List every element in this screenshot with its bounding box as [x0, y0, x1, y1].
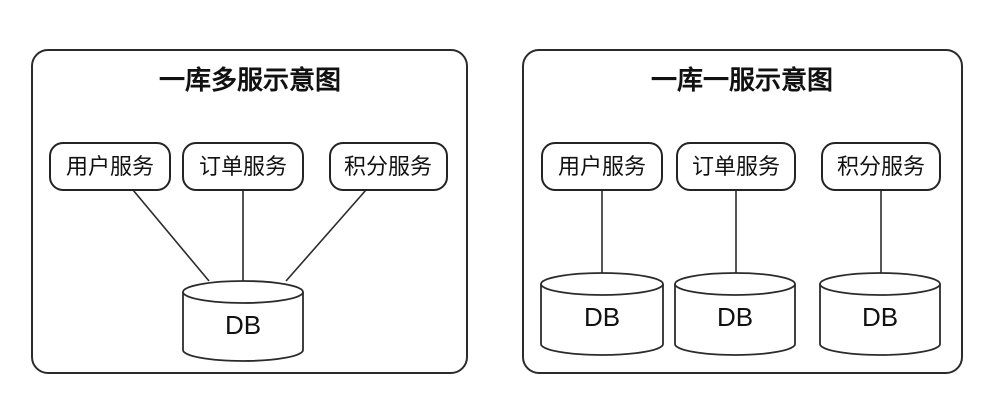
service-label: 订单服务 [199, 154, 287, 179]
database-label: DB [862, 302, 898, 332]
cylinder-top [182, 280, 304, 304]
database-cylinder-order: DB [674, 272, 796, 356]
panel-one-db-per-service: 一库一服示意图 用户服务 订单服务 积分服务 DB [522, 49, 963, 374]
service-label: 积分服务 [344, 154, 432, 179]
database-cylinder-user: DB [540, 272, 664, 356]
panel-title: 一库多服示意图 [159, 65, 341, 95]
database-label: DB [584, 302, 620, 332]
service-box [676, 142, 796, 191]
service-node-points: 积分服务 [821, 142, 941, 191]
panel-border [31, 49, 468, 374]
panel-title: 一库一服示意图 [651, 65, 833, 95]
cylinder-body [182, 292, 304, 362]
service-box [49, 142, 171, 191]
service-label: 用户服务 [558, 154, 646, 179]
database-label: DB [225, 310, 261, 340]
service-node-order: 订单服务 [182, 142, 304, 191]
database-cylinder-points: DB [819, 272, 941, 356]
cylinder-body [819, 284, 941, 356]
service-box [821, 142, 941, 191]
service-box [541, 142, 663, 191]
service-box [329, 142, 448, 191]
panel-one-db-many-services: 一库多服示意图 用户服务 订单服务 积分服务 DB [31, 49, 468, 374]
database-cylinder-shared: DB [182, 280, 304, 362]
service-box [182, 142, 304, 191]
cylinder-body [540, 284, 664, 356]
connector-points-service-to-db [285, 189, 367, 282]
cylinder-top [540, 272, 664, 296]
cylinder-top [674, 272, 796, 296]
service-node-order: 订单服务 [676, 142, 796, 191]
service-node-user: 用户服务 [49, 142, 171, 191]
database-label: DB [717, 302, 753, 332]
cylinder-top [819, 272, 941, 296]
service-node-points: 积分服务 [329, 142, 448, 191]
service-node-user: 用户服务 [541, 142, 663, 191]
service-label: 积分服务 [837, 154, 925, 179]
service-label: 订单服务 [692, 154, 780, 179]
cylinder-body [674, 284, 796, 356]
service-label: 用户服务 [66, 154, 154, 179]
connector-user-service-to-db [132, 189, 210, 282]
